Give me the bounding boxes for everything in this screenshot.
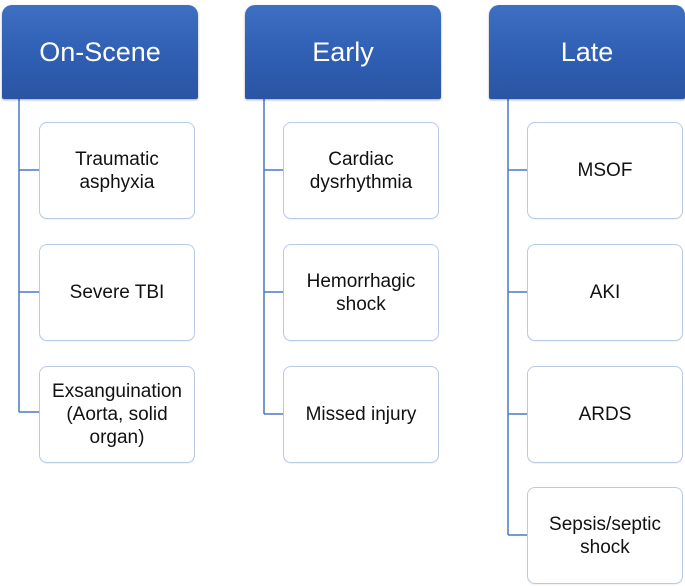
- card-missed-injury: Missed injury: [283, 366, 439, 463]
- column-title: Early: [312, 36, 374, 67]
- card-traumatic-asphyxia: Traumatic asphyxia: [39, 122, 195, 219]
- card-sepsis-septic-shock: Sepsis/septic shock: [527, 487, 683, 584]
- column-title: On-Scene: [39, 36, 161, 67]
- column-header-late: Late: [489, 5, 685, 99]
- card-label: AKI: [589, 282, 621, 303]
- card-hemorrhagic-shock: Hemorrhagic shock: [283, 244, 439, 341]
- card-label: MSOF: [577, 160, 633, 181]
- card-label: Cardiac dysrhythmia: [309, 148, 413, 193]
- card-label: Severe TBI: [69, 282, 165, 303]
- column-title: Late: [560, 36, 614, 67]
- card-cardiac-dysrhythmia: Cardiac dysrhythmia: [283, 122, 439, 219]
- card-label: Missed injury: [305, 404, 417, 425]
- column-header-on-scene: On-Scene: [2, 5, 198, 99]
- card-severe-tbi: Severe TBI: [39, 244, 195, 341]
- card-msof: MSOF: [527, 122, 683, 219]
- card-label: Hemorrhagic shock: [306, 270, 416, 315]
- column-header-early: Early: [245, 5, 441, 99]
- connector-late: [507, 94, 527, 536]
- card-label: Exsanguination (Aorta, solid organ): [52, 381, 182, 448]
- card-label: ARDS: [578, 404, 632, 425]
- card-aki: AKI: [527, 244, 683, 341]
- card-ards: ARDS: [527, 366, 683, 463]
- card-label: Sepsis/septic shock: [549, 513, 661, 558]
- connector-on-scene: [18, 94, 39, 413]
- card-exsanguination: Exsanguination (Aorta, solid organ): [39, 366, 195, 463]
- connector-early: [263, 94, 283, 415]
- card-label: Traumatic asphyxia: [75, 148, 159, 193]
